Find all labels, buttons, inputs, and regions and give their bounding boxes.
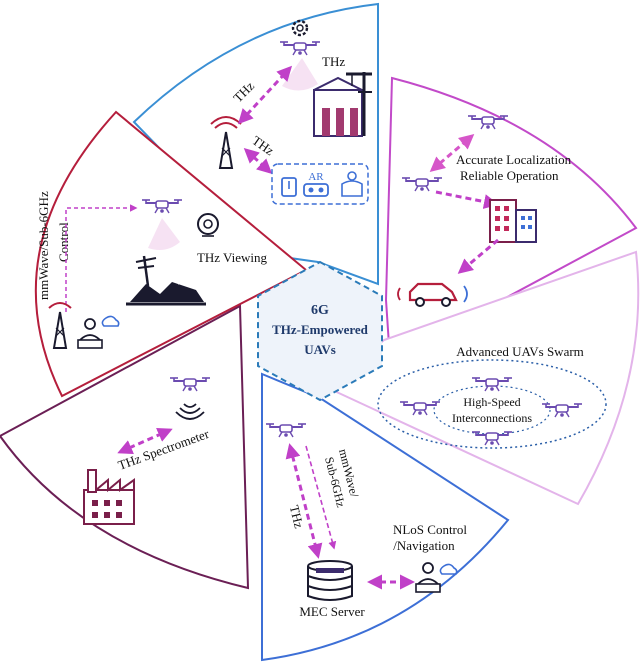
- cell-tower-icon-left: [48, 302, 72, 349]
- reliable-operation-label: Reliable Operation: [460, 168, 559, 183]
- car-icon: [397, 282, 468, 307]
- ar-badge: AR: [308, 171, 324, 183]
- arrow-tower-to-drone: [237, 65, 293, 125]
- arrow-building-to-car: [457, 238, 499, 274]
- laptop-user-icon-top: [341, 171, 363, 197]
- arrow-thz-bottom: [285, 443, 323, 559]
- arrow-mmwave-bottom: [305, 445, 337, 550]
- control-vertical-label: Control: [56, 222, 71, 262]
- touch-hand-icon: [281, 177, 297, 197]
- operator-laptop-icon-bottom: [415, 562, 458, 593]
- beam-cone-viewing: [148, 218, 180, 250]
- arrow-spectrometer: [117, 427, 173, 455]
- cell-tower-icon-top: [210, 116, 242, 169]
- industrial-factory-icon: [83, 469, 135, 525]
- thz-label-bottom: THz: [287, 504, 307, 530]
- arrow-tower-to-devices: [243, 147, 273, 175]
- operator-laptop-icon-left: [77, 315, 120, 349]
- thz-viewing-label: THz Viewing: [197, 250, 268, 265]
- center-line-thz: THz-Empowered: [272, 322, 369, 337]
- arrow-drone-right-link: [429, 134, 475, 172]
- nlos-label-line2: /Navigation: [393, 538, 455, 553]
- center-line-6g: 6G: [311, 303, 329, 318]
- sector-lower-right: [326, 250, 640, 506]
- nlos-label-line1: NLoS Control: [393, 522, 467, 537]
- center-hexagon: [257, 260, 383, 402]
- swarm-outer-ellipse: [377, 359, 607, 449]
- building-icon: [489, 199, 537, 243]
- thz-camera-icon: [197, 213, 219, 237]
- mec-server-label: MEC Server: [299, 604, 365, 619]
- factory-icon: [313, 72, 372, 137]
- swarm-title: Advanced UAVs Swarm: [456, 344, 584, 359]
- arrow-drone-to-building: [435, 190, 499, 210]
- control-link-line: [65, 204, 138, 312]
- gear-icon: [291, 19, 309, 37]
- spectrometer-wave-icon: [175, 403, 205, 420]
- thz-label-drone-factory: THz: [322, 54, 345, 69]
- sector-bottom: [261, 372, 510, 662]
- disaster-rubble-icon: [126, 255, 206, 306]
- center-line-uavs: UAVs: [304, 342, 336, 357]
- mec-server-icon: [307, 560, 353, 601]
- localization-label: Accurate Localization: [456, 152, 572, 167]
- swarm-inner-line2: Interconnections: [452, 411, 532, 425]
- swarm-inner-line1: High-Speed: [463, 395, 520, 409]
- ar-goggles-icon: [303, 183, 329, 197]
- mmwave-vertical-label: mmWave/Sub-6GHz: [36, 191, 51, 300]
